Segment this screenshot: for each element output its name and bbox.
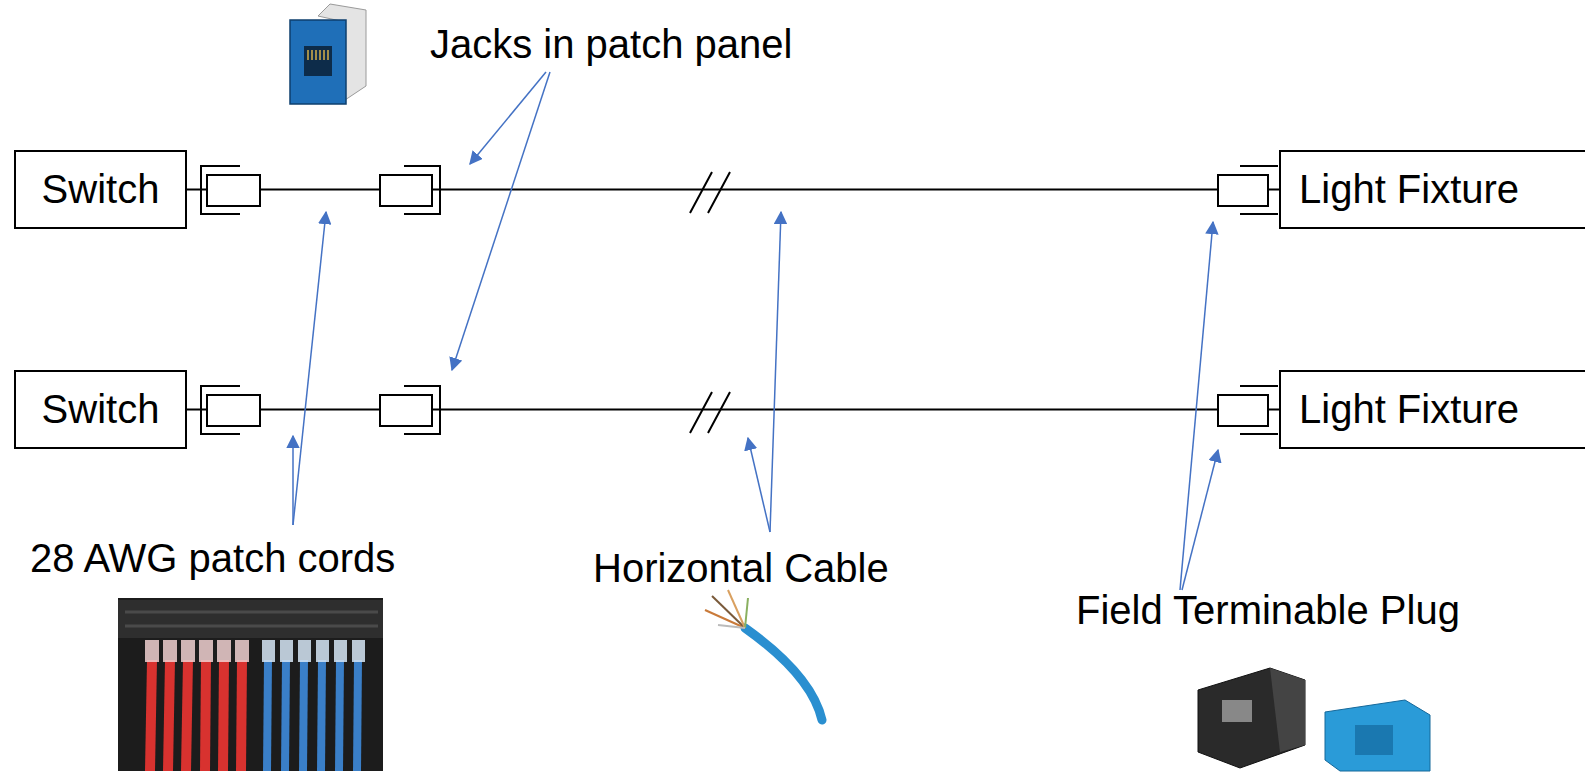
part-label: 28 AWG patch cords [30, 536, 395, 581]
patch-jack [380, 175, 432, 206]
device-name: Light Fixture [1299, 167, 1519, 212]
device-box: Switch [14, 370, 187, 449]
field-plug-photo [1198, 668, 1430, 771]
leader-line [293, 212, 326, 525]
plug-bracket [1240, 386, 1278, 434]
part-label: Jacks in patch panel [430, 22, 792, 67]
jack-bracket [404, 166, 440, 214]
device-name: Light Fixture [1299, 387, 1519, 432]
leader-lines [293, 72, 1218, 590]
break-mark [690, 392, 730, 433]
port-symbols [201, 166, 1278, 434]
cable-illustration [705, 590, 822, 720]
keystone-jack-icon [290, 4, 366, 104]
plug-bracket [1240, 166, 1278, 214]
switch-port [207, 395, 260, 426]
device-box: Switch [14, 150, 187, 229]
switch-port [207, 175, 260, 206]
leader-line [452, 72, 550, 370]
field-plug [1218, 395, 1268, 426]
port-bracket [201, 166, 240, 214]
leader-line [292, 436, 294, 525]
device-box: Light Fixture [1279, 370, 1585, 449]
port-bracket [201, 386, 240, 434]
field-plug [1218, 175, 1268, 206]
part-label: Horizontal Cable [593, 546, 889, 591]
jack-bracket [404, 386, 440, 434]
part-label: Field Terminable Plug [1076, 588, 1460, 633]
cable-run [187, 409, 1279, 411]
cable-run [187, 189, 1279, 191]
device-name: Switch [42, 167, 160, 212]
leader-line [748, 438, 770, 532]
leader-line [1182, 450, 1218, 590]
break-mark [690, 172, 730, 213]
patch-cords-photo [118, 598, 383, 771]
patch-jack [380, 395, 432, 426]
device-name: Switch [42, 387, 160, 432]
leader-line [770, 212, 781, 532]
device-box: Light Fixture [1279, 150, 1585, 229]
